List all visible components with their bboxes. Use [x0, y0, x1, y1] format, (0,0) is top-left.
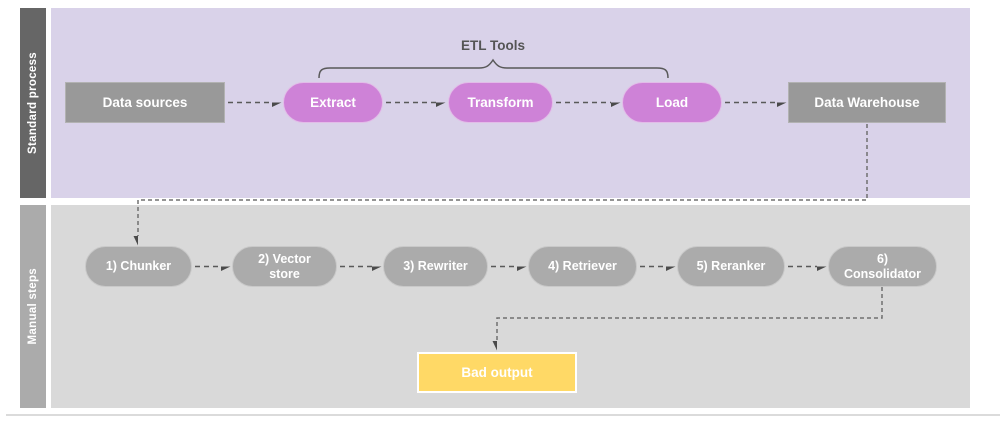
node-chunker: 1) Chunker [85, 246, 192, 287]
node-bad-output-label: Bad output [461, 364, 533, 380]
node-rewriter: 3) Rewriter [383, 246, 488, 287]
node-consolidator-label: 6) Consolidator [843, 252, 922, 281]
node-vector-store: 2) Vector store [232, 246, 337, 287]
node-bad-output: Bad output [417, 352, 577, 393]
node-extract-label: Extract [310, 94, 356, 110]
node-retriever: 4) Retriever [528, 246, 637, 287]
node-data-sources: Data sources [65, 82, 225, 123]
node-data-warehouse-label: Data Warehouse [814, 94, 920, 110]
node-data-warehouse: Data Warehouse [788, 82, 946, 123]
lane-label-manual-steps: Manual steps [27, 268, 39, 345]
node-extract: Extract [283, 82, 383, 123]
bottom-divider-line [6, 414, 1000, 416]
node-retriever-label: 4) Retriever [548, 259, 617, 274]
node-chunker-label: 1) Chunker [105, 259, 172, 274]
node-vector-store-label: 2) Vector store [258, 252, 311, 281]
node-consolidator: 6) Consolidator [828, 246, 937, 287]
node-reranker: 5) Reranker [677, 246, 785, 287]
etl-tools-group-label: ETL Tools [461, 38, 525, 53]
node-data-sources-label: Data sources [102, 94, 188, 110]
node-load-label: Load [655, 94, 689, 110]
node-reranker-label: 5) Reranker [696, 259, 766, 274]
lane-strip-manual-steps: Manual steps [20, 205, 46, 408]
node-transform-label: Transform [467, 94, 534, 110]
node-load: Load [622, 82, 722, 123]
lane-strip-standard-process: Standard process [20, 8, 46, 198]
lane-label-standard-process: Standard process [27, 52, 39, 154]
node-rewriter-label: 3) Rewriter [403, 259, 468, 274]
node-transform: Transform [448, 82, 553, 123]
